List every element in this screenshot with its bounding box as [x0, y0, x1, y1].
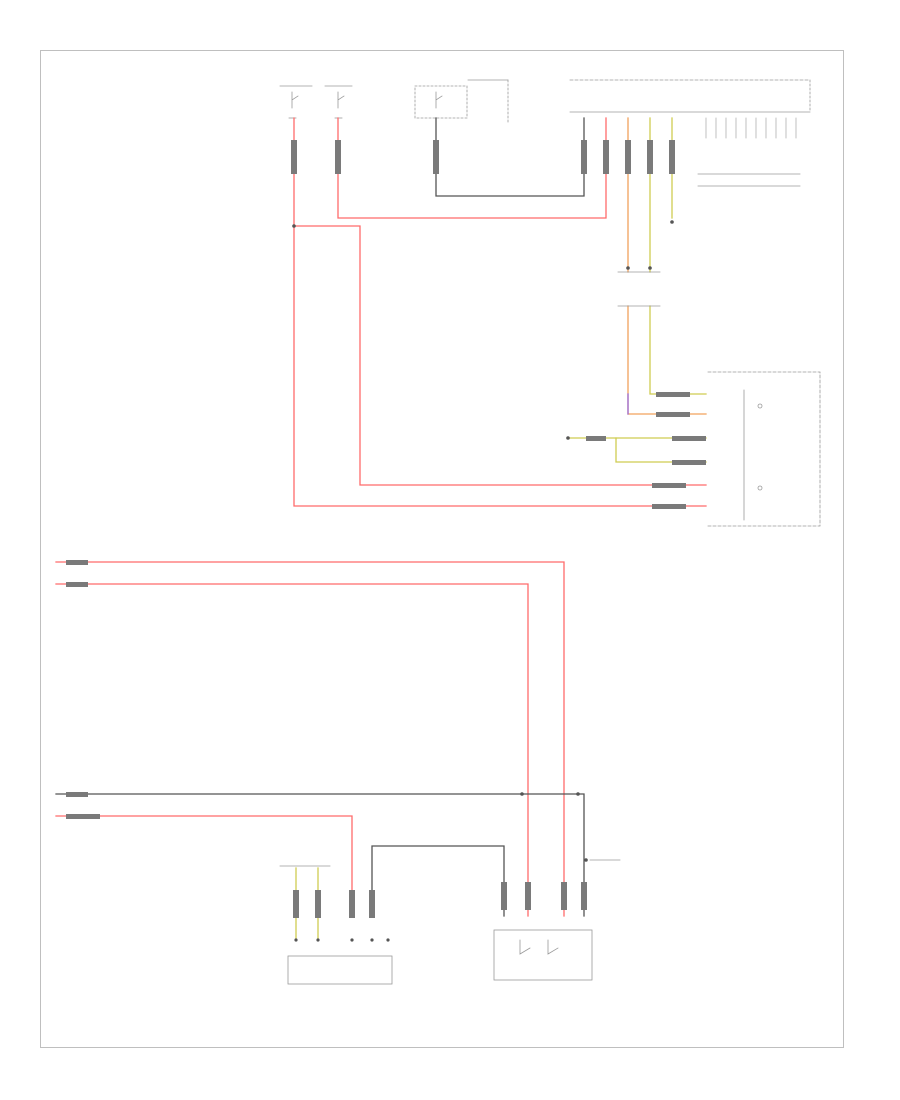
left-module: [279, 865, 393, 985]
controller-connector: [569, 79, 811, 187]
connector-pins: [66, 140, 706, 918]
wire-ground-long: [55, 793, 585, 917]
wire-green-pair: [295, 867, 319, 941]
wire-power-fuse2: [337, 117, 607, 219]
wire-yellow-green: [569, 117, 707, 463]
fuse-block-3: [414, 79, 509, 123]
wire-power-long: [55, 561, 565, 917]
fuse-block-2: [324, 85, 353, 119]
wire-power-fuse1: [293, 117, 707, 507]
fuse-block-1: [279, 85, 313, 119]
power-module: [493, 929, 593, 981]
wire-ground-fuse3: [435, 117, 585, 197]
junction-connector: [617, 271, 661, 307]
instrument-cluster: [707, 371, 821, 527]
junction-dots: [292, 220, 674, 942]
diagram-frame: [40, 50, 844, 1048]
wire-orange: [627, 117, 707, 415]
